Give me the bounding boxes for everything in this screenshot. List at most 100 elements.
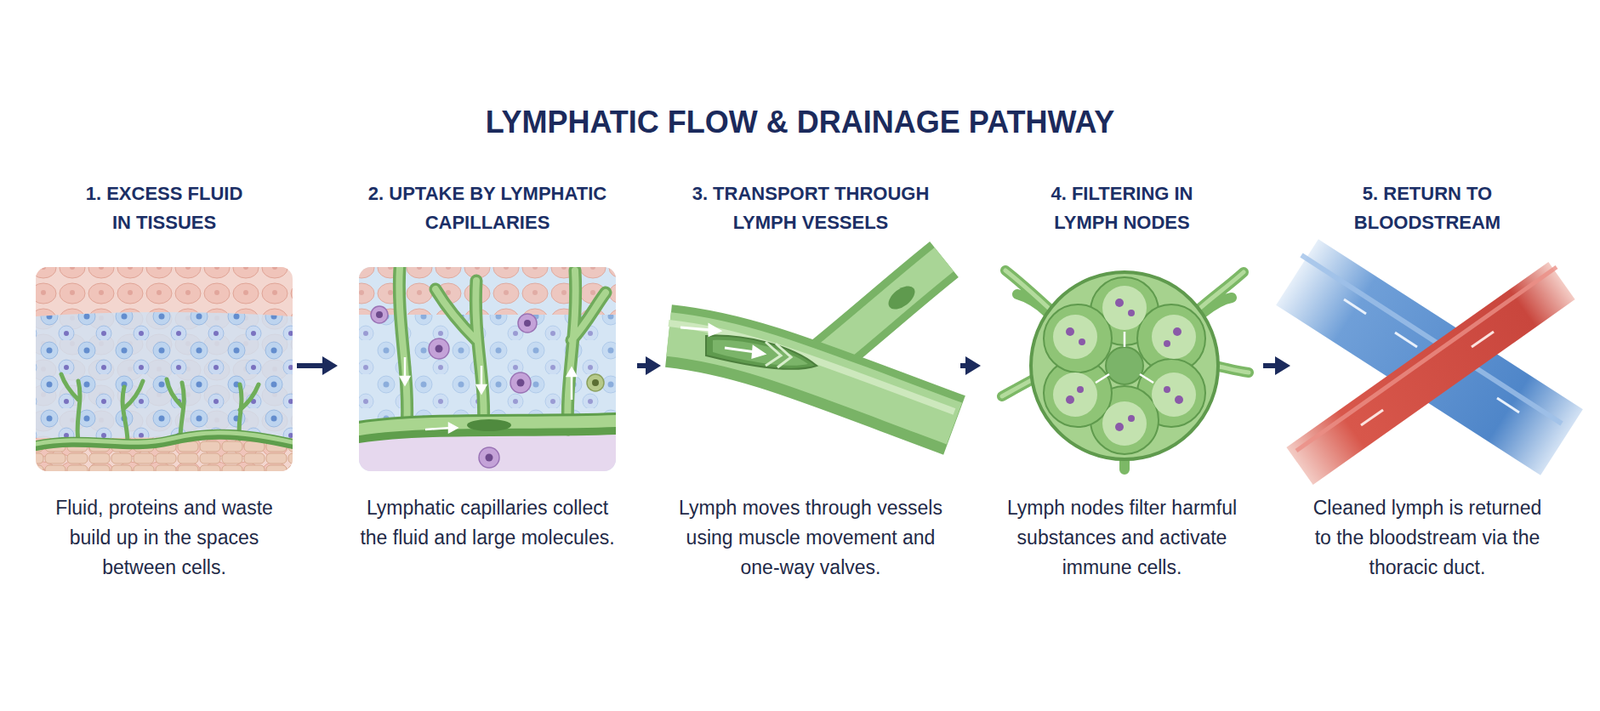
capillary-illustration xyxy=(400,357,576,433)
step-panel: 5. RETURN TO BLOODSTREAM Cleaned lymph is… xyxy=(1295,179,1560,592)
tissue-illustration xyxy=(35,312,293,439)
lymph-node-illustration xyxy=(1065,395,1075,405)
capillary-illustration xyxy=(480,365,484,388)
lymph-node-illustration xyxy=(1053,372,1098,417)
lymph-node-illustration xyxy=(1002,270,1249,470)
step-heading: 2. UPTAKE BY LYMPHATIC CAPILLARIES xyxy=(358,179,618,238)
blood-vessel-illustration xyxy=(1299,280,1562,467)
arrow-shaft xyxy=(296,363,325,369)
blood-vessel-illustration xyxy=(1395,332,1418,348)
lymph-node-illustration xyxy=(1172,327,1182,336)
capillary-illustration xyxy=(358,267,616,472)
vessel-illustration xyxy=(706,335,817,370)
capillary-illustration xyxy=(398,267,606,430)
tissue-illustration xyxy=(35,432,293,445)
vessel-illustration xyxy=(752,347,764,358)
lymph-node-illustration xyxy=(1174,395,1184,405)
lymph-node-illustration xyxy=(1053,285,1196,446)
capillary-illustration xyxy=(358,267,616,472)
blood-vessel-illustration xyxy=(1343,299,1367,314)
capillary-illustration xyxy=(586,374,604,392)
lymph-node-illustration xyxy=(1078,338,1086,346)
capillary-illustration xyxy=(477,385,486,393)
tissue-illustration xyxy=(35,374,293,446)
capillary-illustration xyxy=(358,267,616,433)
blood-vessel-illustration xyxy=(1360,331,1494,426)
capillary-illustration xyxy=(510,372,531,393)
lymph-node-illustration xyxy=(1151,372,1196,417)
vessel-illustration xyxy=(668,323,955,412)
tissue-illustration xyxy=(35,267,293,472)
capillary-illustration xyxy=(466,419,512,432)
lymph-node-illustration xyxy=(1115,422,1124,432)
capillary-illustration xyxy=(523,319,531,327)
arrow-head xyxy=(322,356,338,376)
step-description: Lymph moves through vessels using muscle… xyxy=(670,493,951,583)
blood-vessel-illustration xyxy=(1497,398,1520,413)
lymph-node-illustration xyxy=(1095,374,1110,383)
arrow-head xyxy=(965,356,981,376)
step-heading: 1. EXCESS FLUID IN TISSUES xyxy=(79,179,250,238)
flow-arrow xyxy=(637,356,661,376)
step-description: Lymph nodes filter harmful substances an… xyxy=(992,493,1253,583)
capillary-illustration xyxy=(404,357,407,379)
vessel-illustration xyxy=(668,259,955,426)
step-description: Fluid, proteins and waste build up in th… xyxy=(49,493,280,583)
lymph-node-illustration xyxy=(1065,298,1184,432)
lymph-node-illustration xyxy=(1076,386,1084,393)
blood-vessel-illustration xyxy=(1296,267,1557,451)
capillary-illustration xyxy=(375,311,383,319)
capillary-illustration xyxy=(449,423,457,433)
capillary-illustration xyxy=(518,313,537,333)
flow-arrow xyxy=(1263,356,1291,376)
capillary-illustration xyxy=(567,368,576,376)
diagram-title: LYMPHATIC FLOW & DRAINAGE PATHWAY xyxy=(0,102,1600,143)
vessel-illustration xyxy=(680,327,712,331)
lymph-node-illustration xyxy=(1105,347,1144,385)
arrow-head xyxy=(1275,356,1291,376)
lymph-node-illustration xyxy=(1095,331,1154,383)
lymph-node-illustration xyxy=(1115,298,1124,308)
capillary-illustration xyxy=(428,338,450,359)
lymph-node-illustration xyxy=(1002,270,1249,470)
step-heading: 4. FILTERING IN LYMPH NODES xyxy=(1036,179,1208,238)
flow-arrow xyxy=(960,356,981,376)
lymph-node-illustration xyxy=(1030,272,1219,460)
blood-vessel-illustration xyxy=(1471,331,1494,348)
capillary-illustration xyxy=(398,267,606,430)
lymph-node-illustration xyxy=(1053,314,1098,359)
step-description: Cleaned lymph is returned to the bloodst… xyxy=(1307,493,1548,583)
vessel-illustration xyxy=(709,324,720,336)
step-panel: 3. TRANSPORT THROUGH LYMPH VESSELSLymph … xyxy=(666,179,956,592)
vessel-illustration xyxy=(668,259,955,426)
vessel-illustration xyxy=(668,334,955,424)
lymph-node-illustration xyxy=(1002,270,1249,470)
lymph-node-illustration xyxy=(1163,340,1171,348)
blood-vessel-illustration xyxy=(1360,409,1384,426)
lymph-node-illustration xyxy=(1102,401,1147,446)
lymph-node-illustration xyxy=(1127,309,1135,317)
blood-vessel-illustration xyxy=(1296,255,1562,467)
capillary-illustration xyxy=(570,374,574,400)
step-panel: 4. FILTERING IN LYMPH NODES Lymph nodes f… xyxy=(985,179,1259,592)
tissue-illustration xyxy=(35,267,293,472)
capillary-illustration xyxy=(370,306,604,468)
lymph-node-illustration xyxy=(1102,285,1147,331)
capillary-illustration xyxy=(478,447,500,468)
arrow-head xyxy=(645,356,661,376)
vessel-illustration xyxy=(712,340,809,366)
vessel-illustration xyxy=(884,281,920,314)
lymph-node-illustration xyxy=(1163,386,1171,393)
lymph-node-illustration xyxy=(1139,374,1154,383)
flow-arrow xyxy=(296,356,338,376)
capillary-illustration xyxy=(400,376,410,385)
lymph-node-illustration xyxy=(1127,415,1135,422)
capillary-illustration xyxy=(370,306,388,324)
lymph-node-illustration xyxy=(1043,304,1112,373)
capillary-illustration xyxy=(485,454,494,462)
step-heading: 5. RETURN TO BLOODSTREAM xyxy=(1342,179,1513,238)
vessel-illustration xyxy=(765,341,792,368)
step-description: Lymphatic capillaries collect the fluid … xyxy=(354,493,621,553)
capillary-illustration xyxy=(435,345,444,354)
step-panel: 2. UPTAKE BY LYMPHATIC CAPILLARIES Lympha… xyxy=(342,179,633,562)
